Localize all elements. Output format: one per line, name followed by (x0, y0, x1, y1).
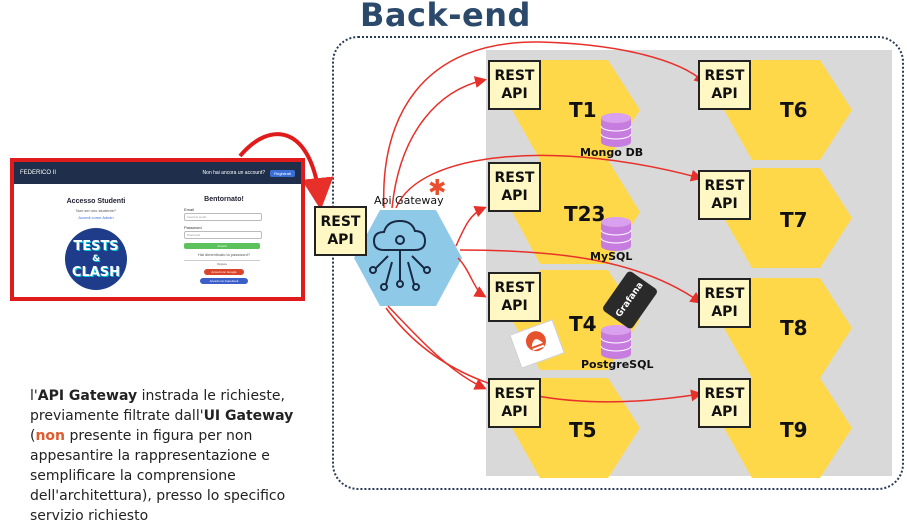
nav-link: Non hai ancora un account? (202, 170, 266, 176)
gateway-rest-api: REST API (314, 206, 367, 256)
service-label-t4: T4 (569, 312, 597, 336)
university-logo: FEDERICO II (20, 170, 57, 176)
or-divider: Oppure (184, 260, 260, 266)
facebook-login-button: Accedi con Facebook (200, 278, 248, 284)
service-label-t5: T5 (569, 418, 597, 442)
arrow-to-t1 (391, 76, 487, 209)
hexagon-t5 (512, 378, 640, 478)
prometheus-logo (509, 319, 565, 369)
network-cloud-icon (369, 219, 431, 291)
database-icon (600, 113, 632, 147)
login-form-panel: Bentornato! Email Inserisci email Passwo… (184, 196, 294, 284)
service-label-t8: T8 (780, 316, 808, 340)
register-button: Registrati (270, 169, 295, 177)
tests-and-clash-logo: TESTS & CLASH (65, 228, 127, 290)
student-access-title: Accesso Studenti (66, 198, 126, 205)
service-label-t9: T9 (780, 418, 808, 442)
description-text: l'API Gateway instrada le richieste, pre… (30, 388, 294, 524)
password-label: Password (184, 225, 202, 230)
arrow-to-t6 (382, 41, 707, 209)
google-login-button: Accedi con Google (204, 269, 244, 275)
database-icon (600, 217, 632, 251)
arrow-to-t5 (387, 305, 487, 390)
service-hexagons (354, 60, 852, 478)
password-field: Password (184, 231, 262, 239)
db-label-postgres: PostgreSQL (581, 358, 654, 371)
arrow-from-ui (238, 132, 334, 210)
hexagon-t6 (724, 60, 852, 160)
asterisk-icon: ✱ (428, 176, 447, 201)
rest-label: REST (320, 214, 361, 230)
database-icon (600, 325, 632, 359)
service-label-t6: T6 (780, 98, 808, 122)
email-field: Inserisci email (184, 213, 262, 221)
hexagon-t9 (724, 378, 852, 478)
admin-login-link: Accedi come Admin (78, 215, 114, 220)
service-label-t1: T1 (569, 98, 597, 122)
service-label-t23: T23 (564, 202, 606, 226)
arrow-to-t4 (457, 257, 487, 298)
request-arrows (238, 41, 707, 403)
arrow-to-t23 (455, 206, 487, 247)
service-label-t7: T7 (780, 208, 808, 232)
screenshot-navbar: FEDERICO II Non hai ancora un account? R… (14, 162, 301, 184)
backend-container (332, 36, 904, 490)
login-page-screenshot: FEDERICO II Non hai ancora un account? R… (10, 158, 305, 301)
email-label: Email (184, 207, 195, 212)
backend-title: Back-end (360, 0, 531, 34)
db-label-mysql: MySQL (590, 250, 633, 263)
hexagon-t7 (724, 168, 852, 268)
student-access-sub: Non sei uno studente? (75, 208, 117, 213)
student-access-panel: Accesso Studenti Non sei uno studente? A… (36, 198, 156, 290)
hexagon-t8 (724, 278, 852, 378)
gateway-label: Api Gateway (374, 194, 444, 207)
prometheus-icon (525, 331, 546, 352)
forgot-password: Hai dimenticato la password? (197, 252, 251, 257)
api-label: API (327, 232, 354, 248)
login-button: Accedi (184, 243, 260, 249)
welcome-title: Bentornato! (204, 196, 244, 203)
arrow-to-t8 (459, 249, 703, 304)
arrow-to-t7 (395, 154, 703, 209)
db-label-mongo: Mongo DB (580, 146, 644, 159)
gateway-hexagon (354, 210, 462, 306)
